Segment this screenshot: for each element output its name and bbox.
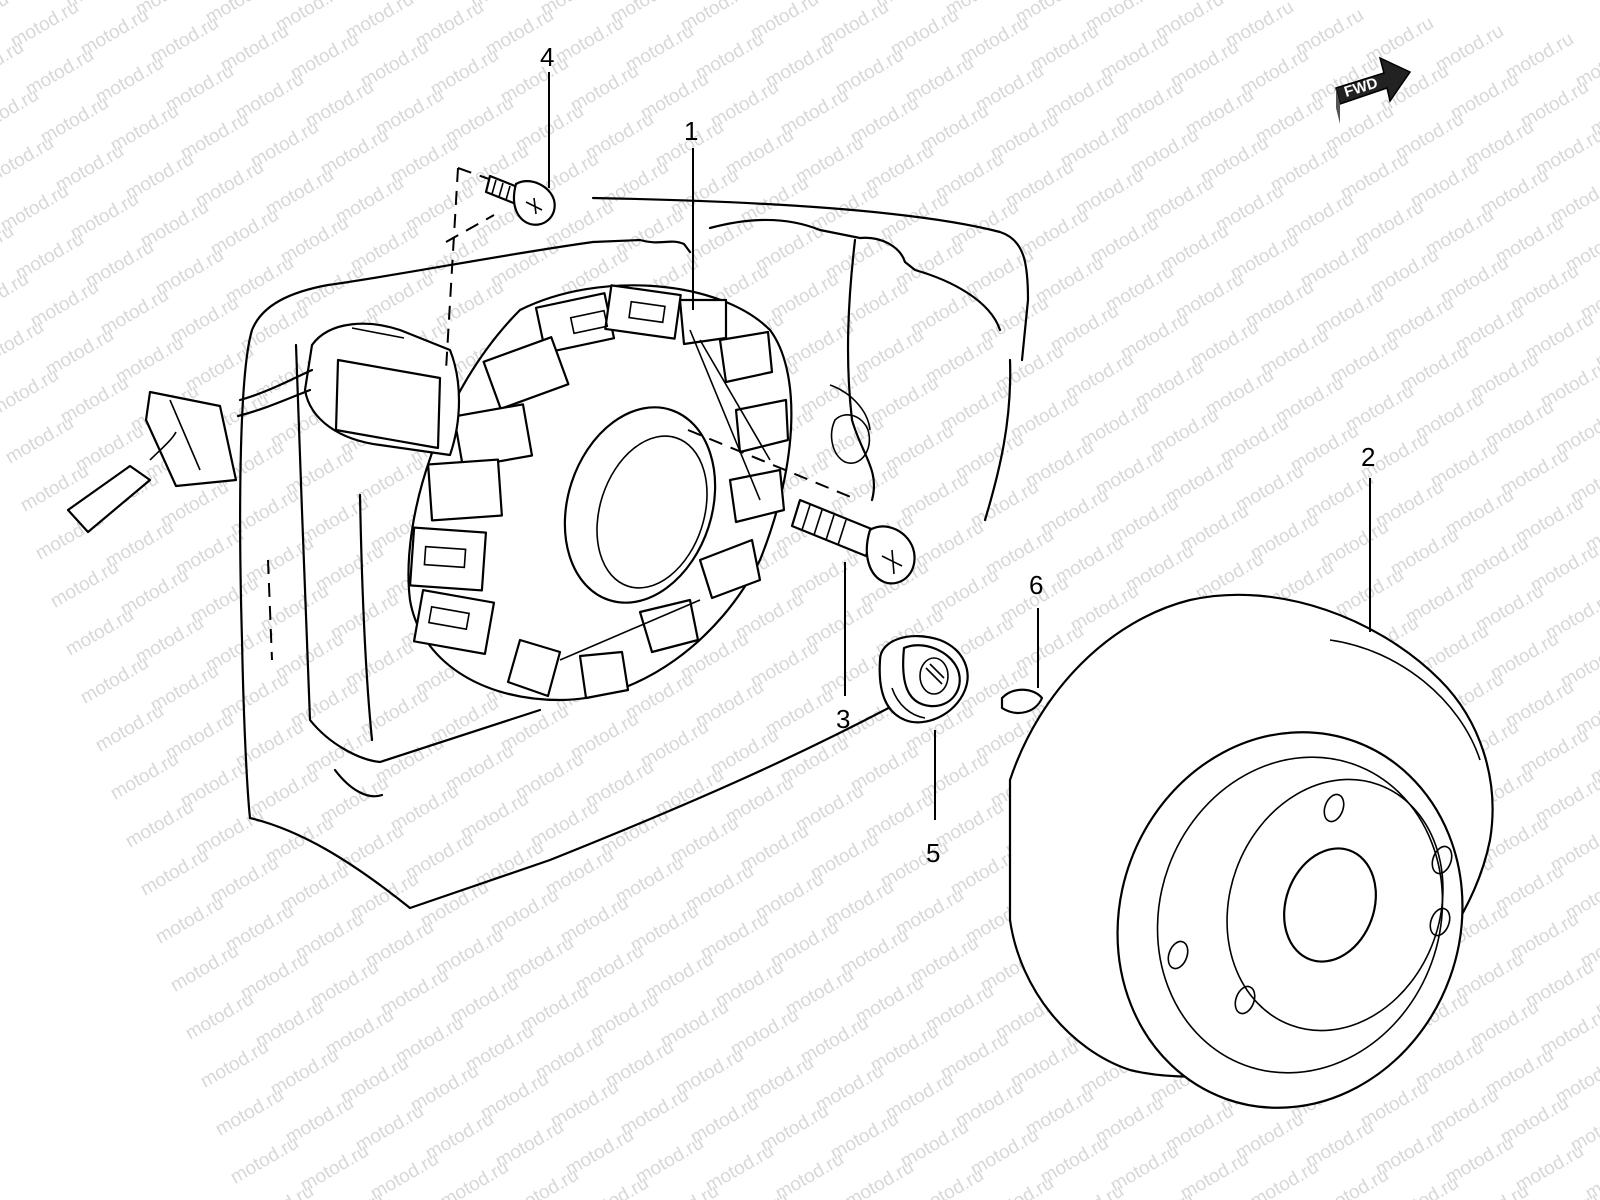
watermark-text: motod.ru: [717, 1189, 792, 1200]
watermark-text: motod.ru: [137, 845, 212, 901]
watermark-text: motod.ru: [982, 1173, 1057, 1200]
watermark-text: motod.ru: [1457, 1181, 1532, 1200]
stator-teeth: [408, 284, 790, 700]
nut-part-5: [878, 635, 969, 724]
watermark-text: motod.ru: [77, 653, 152, 709]
callout-leaders: [548, 72, 1371, 820]
wire-harness: [66, 368, 314, 534]
watermark-text: motod.ru: [647, 1181, 722, 1200]
stator-coil: [66, 284, 793, 702]
watermark-text: motod.ru: [0, 317, 47, 373]
callout-6: 6: [1029, 570, 1043, 600]
watermark-text: motod.ru: [0, 133, 57, 189]
rotor-part-2: [1008, 593, 1494, 1109]
watermark-text: motod.ru: [2, 413, 77, 469]
watermark-text: motod.ru: [842, 1157, 917, 1200]
bolt-part-3: [790, 498, 916, 585]
watermark-text: motod.ru: [182, 989, 257, 1045]
watermark-text: motod.ru: [212, 1085, 287, 1141]
pickup-coil: [303, 322, 461, 457]
callout-3: 3: [836, 704, 850, 734]
watermark-text: motod.ru: [1122, 1189, 1197, 1200]
watermark-text: motod.ru: [1387, 1173, 1462, 1200]
watermark-text: motod.ru: [242, 1181, 317, 1200]
watermark-text: motod.ru: [437, 1157, 512, 1200]
watermark-text: motod.ru: [0, 85, 42, 141]
callout-2: 2: [1361, 442, 1375, 472]
watermark-text: motod.ru: [507, 1165, 582, 1200]
callout-4: 4: [540, 42, 554, 72]
watermark-text: motod.ru: [312, 1189, 387, 1200]
crankcase-cover: [239, 196, 1030, 910]
watermark-text: motod.ru: [197, 1037, 272, 1093]
watermark-text: motod.ru: [0, 365, 62, 421]
watermark-text: motod.ru: [92, 701, 167, 757]
bolt-part-4: [484, 174, 556, 226]
watermark-text: motod.ru: [577, 1173, 652, 1200]
watermark-text: motod.ru: [62, 605, 137, 661]
watermark-text: motod.ru: [1247, 1157, 1322, 1200]
watermark-text: motod.ru: [122, 797, 197, 853]
watermark-text: motod.ru: [227, 1133, 302, 1189]
callout-1: 1: [684, 116, 698, 146]
watermark-text: motod.ru: [1317, 1165, 1392, 1200]
watermark-text: motod.ru: [152, 893, 227, 949]
watermark-text: motod.ru: [912, 1165, 987, 1200]
callout-5: 5: [926, 838, 940, 868]
watermark-text: motod.ru: [167, 941, 242, 997]
key-part-6: [1000, 688, 1044, 715]
watermark-text: motod.ru: [47, 557, 122, 613]
watermark-text: motod.ru: [107, 749, 182, 805]
callout-numbers: 4 1 2 6 3 5: [540, 42, 1375, 868]
watermark-text: motod.ru: [1527, 1189, 1600, 1200]
watermark-text: motod.ru: [1052, 1181, 1127, 1200]
